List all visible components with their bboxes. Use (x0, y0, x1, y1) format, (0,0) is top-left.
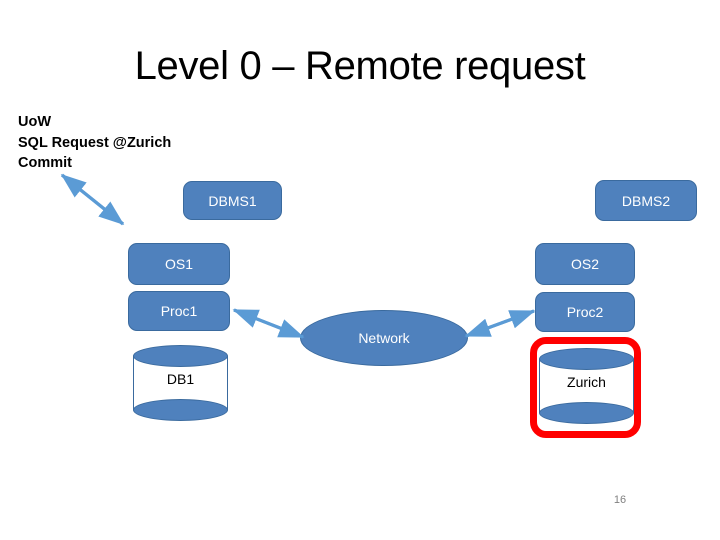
node-os2-label: OS2 (570, 256, 599, 272)
uow-annotation: UoW SQL Request @Zurich Commit (18, 112, 171, 174)
node-os2[interactable]: OS2 (535, 243, 635, 285)
node-dbms2[interactable]: DBMS2 (595, 180, 697, 221)
database-zurich[interactable]: Zurich (539, 348, 634, 424)
node-proc1-label: Proc1 (160, 303, 198, 319)
node-proc2-label: Proc2 (566, 304, 604, 320)
uow-line-1: UoW (18, 114, 52, 130)
page-title: Level 0 – Remote request (134, 44, 586, 88)
arrow-proc1-to-network (232, 308, 305, 339)
database-zurich-label: Zurich (567, 374, 606, 390)
highlight-box-zurich (530, 337, 641, 438)
arrow-line (233, 308, 305, 339)
node-dbms2-label: DBMS2 (621, 192, 671, 209)
cylinder-top (539, 348, 634, 370)
node-os1-label: OS1 (164, 256, 193, 272)
node-dbms1[interactable]: DBMS1 (183, 181, 282, 220)
node-proc2[interactable]: Proc2 (535, 292, 635, 332)
node-network-label: Network (358, 330, 410, 346)
arrow-network-to-proc2 (464, 309, 536, 338)
uow-line-3: Commit (18, 155, 72, 172)
node-network[interactable]: Network (300, 310, 468, 366)
arrow-uow-to-os1 (60, 173, 125, 226)
node-proc1[interactable]: Proc1 (128, 291, 230, 331)
slide-number: 16 (613, 494, 627, 506)
node-os1[interactable]: OS1 (128, 243, 230, 285)
node-dbms1-label: DBMS1 (208, 192, 257, 209)
arrow-line (464, 309, 535, 338)
arrow-line (60, 173, 125, 226)
cylinder-top (133, 345, 228, 367)
cylinder-bottom (539, 402, 634, 424)
database-db1[interactable]: DB1 (133, 345, 228, 421)
cylinder-bottom (133, 399, 228, 421)
uow-line-2: SQL Request @Zurich (18, 134, 172, 151)
database-db1-label: DB1 (166, 371, 195, 387)
